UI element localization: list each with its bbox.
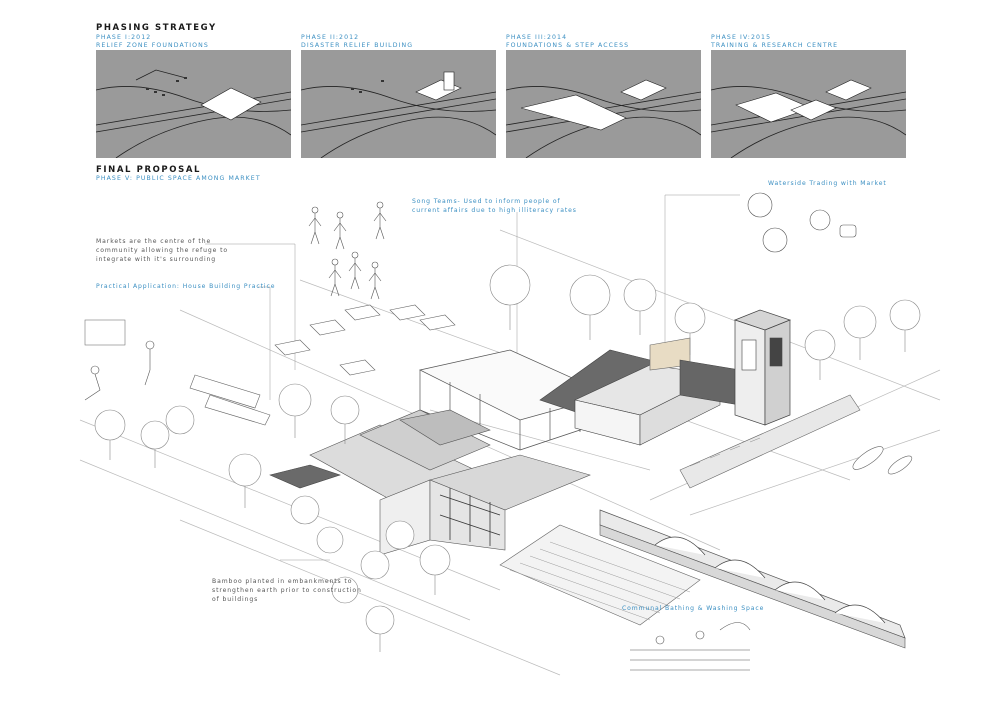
phase-2-label: PHASE II:2012 (301, 34, 360, 41)
phase-3-diagram (506, 50, 701, 158)
waterside-trading-note: Waterside Trading with Market (768, 180, 887, 187)
communal-bathing-note: Communal Bathing & Washing Space (622, 605, 765, 612)
phase-2-desc: DISASTER RELIEF BUILDING (301, 42, 414, 49)
phase-2-diagram (301, 50, 496, 158)
site-axonometric (0, 170, 1000, 708)
phase-1-label: PHASE I:2012 (96, 34, 152, 41)
phase-1-diagram (96, 50, 291, 158)
markets-note-line-3: integrate with it's surrounding (96, 256, 217, 263)
bamboo-note-line-2: strengthen earth prior to construction (212, 587, 362, 594)
phase-1-desc: RELIEF ZONE FOUNDATIONS (96, 42, 209, 49)
markets-note-line-1: Markets are the centre of the (96, 238, 212, 245)
phase-4-desc: TRAINING & RESEARCH CENTRE (711, 42, 839, 49)
final-subtitle: PHASE V: PUBLIC SPACE AMONG MARKET (96, 175, 261, 182)
practical-application-note: Practical Application: House Building Pr… (96, 283, 276, 290)
phase-4-diagram (711, 50, 906, 158)
song-teams-note-line-1: Song Teams- Used to inform people of (412, 198, 561, 205)
markets-note-line-2: community allowing the refuge to (96, 247, 229, 254)
phase-3-desc: FOUNDATIONS & STEP ACCESS (506, 42, 630, 49)
phase-4-label: PHASE IV:2015 (711, 34, 772, 41)
bamboo-note-line-3: of buildings (212, 596, 259, 603)
song-teams-note-line-2: current affairs due to high illiteracy r… (412, 207, 577, 214)
bamboo-note-line-1: Bamboo planted in embankments to (212, 578, 353, 585)
final-title: FINAL PROPOSAL (96, 165, 202, 175)
phase-3-label: PHASE III:2014 (506, 34, 568, 41)
phasing-title: PHASING STRATEGY (96, 23, 217, 33)
